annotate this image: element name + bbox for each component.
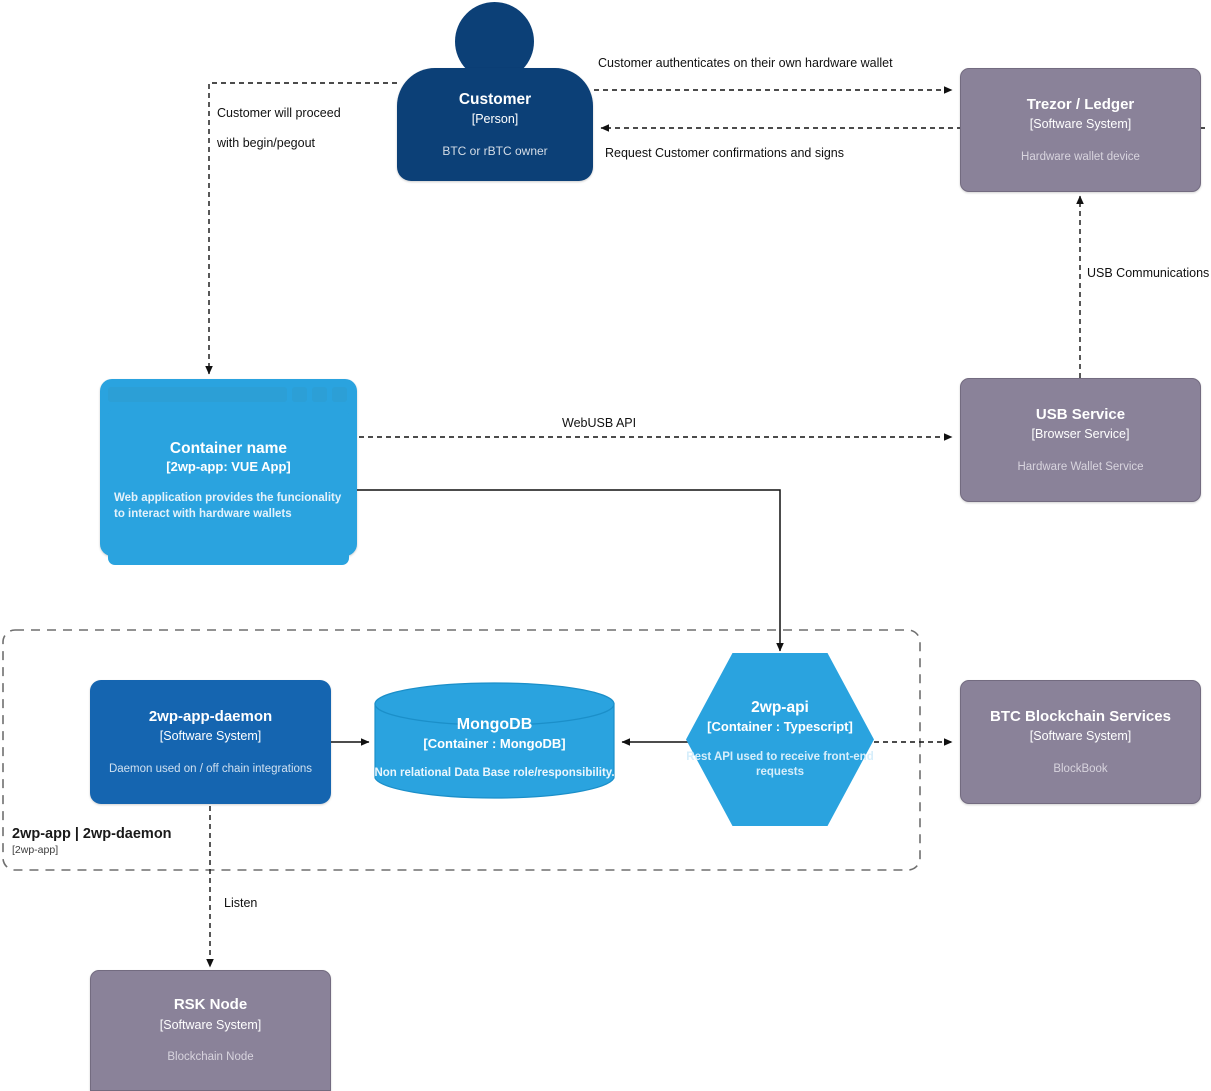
node-trezor-ledger[interactable]: Trezor / Ledger [Software System] Hardwa… xyxy=(960,68,1201,192)
customer-head xyxy=(455,2,534,81)
btc-services-title: BTC Blockchain Services xyxy=(990,707,1171,725)
boundary-label: 2wp-app | 2wp-daemon [2wp-app] xyxy=(12,826,172,856)
node-btc-blockchain-services[interactable]: BTC Blockchain Services [Software System… xyxy=(960,680,1201,804)
browser-title-bar xyxy=(108,386,349,403)
node-2wp-api[interactable]: 2wp-api [Container : Typescript] Rest AP… xyxy=(685,652,875,827)
btc-services-description: BlockBook xyxy=(1053,762,1108,775)
usb-service-description: Hardware Wallet Service xyxy=(1017,460,1144,473)
edge-label-webusb-api: WebUSB API xyxy=(562,416,637,430)
customer-tech: [Person] xyxy=(471,112,519,127)
hexagon-shape xyxy=(686,653,874,826)
browser-content: Container name [2wp-app: VUE App] Web ap… xyxy=(108,409,349,565)
customer-title: Customer xyxy=(458,90,532,108)
customer-description: BTC or rBTC owner xyxy=(442,143,548,158)
edge-label-request-confirmations: Request Customer confirmations and signs xyxy=(605,146,845,160)
mongodb-content: MongoDB [Container : MongoDB] Non relati… xyxy=(374,682,615,800)
daemon-tech: [Software System] xyxy=(159,729,262,744)
usb-service-title: USB Service xyxy=(1035,405,1126,423)
mongodb-tech: [Container : MongoDB] xyxy=(423,735,566,751)
rsk-node-tech: [Software System] xyxy=(159,1017,262,1032)
edge-customer-to-vue-app xyxy=(205,82,397,375)
api-description: Rest API used to receive front-end reque… xyxy=(686,750,874,779)
rsk-node-title: RSK Node xyxy=(173,996,248,1014)
vue-app-description: Web application provides the funcionalit… xyxy=(114,492,342,520)
vue-app-title: Container name xyxy=(169,440,288,457)
vue-app-tech: [2wp-app: VUE App] xyxy=(166,459,291,475)
edge-vue-app-to-api xyxy=(341,489,784,652)
trezor-ledger-tech: [Software System] xyxy=(1029,117,1132,132)
node-usb-service[interactable]: USB Service [Browser Service] Hardware W… xyxy=(960,378,1201,502)
boundary-tech: [2wp-app] xyxy=(12,844,59,856)
edge-label-usb-communications: USB Communications xyxy=(1087,266,1210,280)
daemon-title: 2wp-app-daemon xyxy=(148,707,273,725)
node-vue-app[interactable]: Container name [2wp-app: VUE App] Web ap… xyxy=(100,379,357,565)
edge-label-customer-authenticates: Customer authenticates on their own hard… xyxy=(598,56,893,70)
mongodb-title: MongoDB xyxy=(456,715,533,733)
browser-window-dot-3[interactable] xyxy=(332,387,347,402)
browser-window-dot-1[interactable] xyxy=(292,387,307,402)
rsk-node-description: Blockchain Node xyxy=(167,1051,254,1064)
mongodb-description: Non relational Data Base role/responsibi… xyxy=(374,767,615,780)
browser-address-bar[interactable] xyxy=(108,387,287,402)
daemon-description: Daemon used on / off chain integrations xyxy=(108,762,313,775)
api-tech: [Container : Typescript] xyxy=(707,718,853,734)
node-rsk-node[interactable]: RSK Node [Software System] Blockchain No… xyxy=(90,970,331,1091)
node-customer[interactable]: Customer [Person] BTC or rBTC owner xyxy=(397,68,593,181)
api-content: 2wp-api [Container : Typescript] Rest AP… xyxy=(643,652,917,827)
edge-label-customer-proceed-line1: Customer will proceed xyxy=(217,106,341,120)
usb-service-tech: [Browser Service] xyxy=(1031,427,1130,442)
btc-services-tech: [Software System] xyxy=(1029,729,1132,744)
boundary-name: 2wp-app | 2wp-daemon xyxy=(12,826,172,842)
trezor-ledger-description: Hardware wallet device xyxy=(1021,150,1140,163)
node-2wp-app-daemon[interactable]: 2wp-app-daemon [Software System] Daemon … xyxy=(90,680,331,804)
browser-window-dot-2[interactable] xyxy=(312,387,327,402)
trezor-ledger-title: Trezor / Ledger xyxy=(1026,95,1135,113)
edge-label-listen: Listen xyxy=(224,896,258,910)
edge-label-customer-proceed-line2: with begin/pegout xyxy=(217,136,315,150)
api-title: 2wp-api xyxy=(751,699,809,717)
cylinder-shape xyxy=(374,682,615,799)
node-mongodb[interactable]: MongoDB [Container : MongoDB] Non relati… xyxy=(374,682,615,800)
